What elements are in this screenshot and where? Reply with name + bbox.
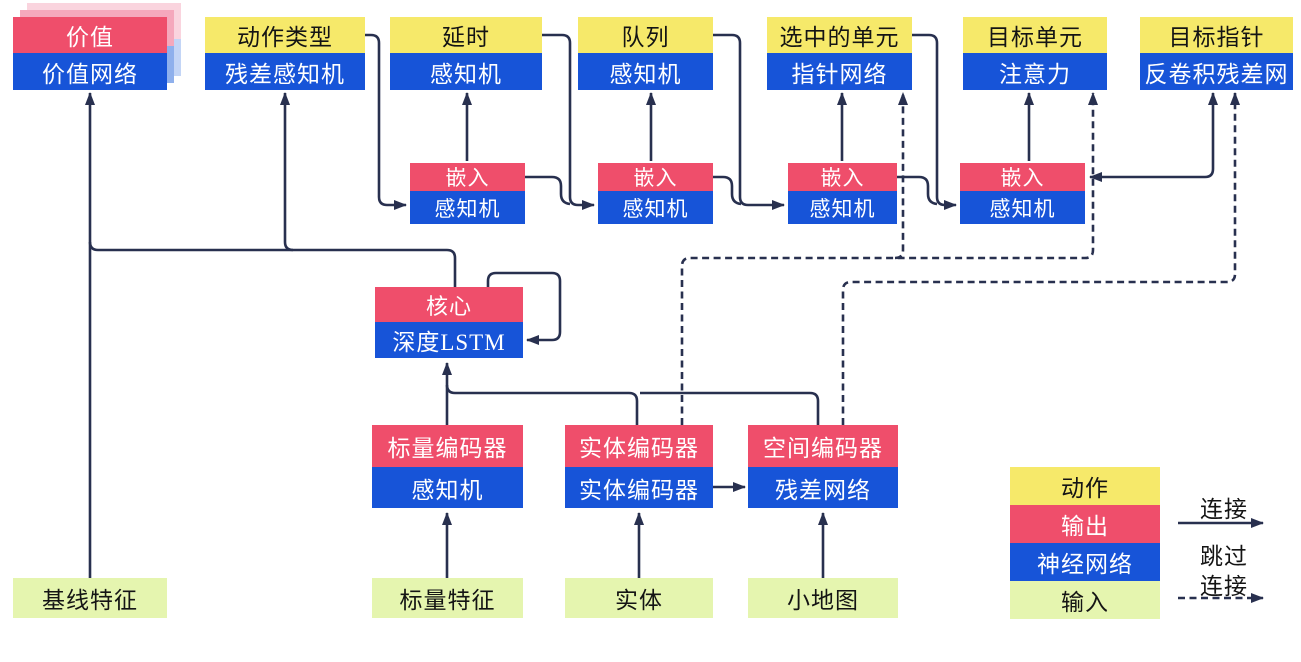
core-output: 核心 [375, 287, 523, 322]
wire-core-to-action-type [280, 92, 294, 252]
head-target-unit: 目标单元 注意力 [963, 17, 1107, 90]
encoder-spatial-output: 空间编码器 [748, 425, 898, 467]
wire-spatial-encoder-to-core [640, 391, 820, 425]
head-target-unit-network: 注意力 [963, 53, 1107, 90]
head-action-type-action: 动作类型 [205, 17, 365, 53]
head-queue-action: 队列 [578, 17, 713, 53]
legend-skip-label-line2: 连接 [1200, 574, 1248, 599]
embed-2: 嵌入 感知机 [598, 163, 713, 224]
head-selected-units-network: 指针网络 [767, 53, 912, 90]
legend-input-swatch: 输入 [1010, 581, 1160, 619]
head-value-output: 价值 [13, 17, 167, 53]
skip-entity-to-target-unit [680, 92, 1098, 425]
legend-solid-connection-label: 连接 [1200, 497, 1248, 522]
encoder-scalar-network: 感知机 [372, 467, 523, 508]
head-target-unit-action: 目标单元 [963, 17, 1107, 53]
embed-4: 嵌入 感知机 [960, 163, 1085, 224]
input-minimap: 小地图 [748, 578, 898, 618]
head-value: 价值 价值网络 [13, 17, 167, 90]
wire-entity-encoder-to-core [445, 384, 639, 425]
legend-network-swatch: 神经网络 [1010, 543, 1160, 581]
encoder-scalar: 标量编码器 感知机 [372, 425, 523, 508]
wire-embed3-to-embed4 [897, 175, 938, 206]
head-action-type: 动作类型 残差感知机 [205, 17, 365, 90]
encoder-scalar-output: 标量编码器 [372, 425, 523, 467]
embed-3-output: 嵌入 [788, 163, 897, 191]
head-delay-action: 延时 [390, 17, 542, 53]
head-queue: 队列 感知机 [578, 17, 713, 90]
head-action-type-network: 残差感知机 [205, 53, 365, 90]
embed-1-output: 嵌入 [410, 163, 525, 191]
head-value-network: 价值网络 [13, 53, 167, 90]
encoder-entity-output: 实体编码器 [565, 425, 713, 467]
legend: 动作 输出 神经网络 输入 [1010, 467, 1160, 619]
input-baseline-features: 基线特征 [13, 578, 167, 618]
embed-1: 嵌入 感知机 [410, 163, 525, 224]
legend-output-swatch: 输出 [1010, 505, 1160, 543]
core-network: 深度LSTM [375, 322, 523, 358]
input-entities: 实体 [565, 578, 713, 618]
encoder-entity-network: 实体编码器 [565, 467, 713, 508]
wire-embed2-to-embed3 [713, 175, 742, 206]
embed-1-network: 感知机 [410, 191, 525, 224]
embed-3: 嵌入 感知机 [788, 163, 897, 224]
head-delay-network: 感知机 [390, 53, 542, 90]
wire-embed4-to-target-point [1089, 92, 1218, 182]
head-target-point-network: 反卷积残差网 [1140, 53, 1293, 90]
legend-skip-label-line1: 跳过 [1200, 544, 1248, 569]
head-queue-network: 感知机 [578, 53, 713, 90]
head-target-point-action: 目标指针 [1140, 17, 1293, 53]
encoder-spatial-network: 残差网络 [748, 467, 898, 508]
embed-2-network: 感知机 [598, 191, 713, 224]
encoder-entity: 实体编码器 实体编码器 [565, 425, 713, 508]
head-target-point: 目标指针 反卷积残差网 [1140, 17, 1293, 90]
legend-action-swatch: 动作 [1010, 467, 1160, 505]
embed-4-output: 嵌入 [960, 163, 1085, 191]
head-selected-units-action: 选中的单元 [767, 17, 912, 53]
wire-selected-units-to-embed4 [912, 33, 957, 210]
embed-2-output: 嵌入 [598, 163, 713, 191]
wire-core-to-value-trunk [88, 241, 457, 287]
head-delay: 延时 感知机 [390, 17, 542, 90]
head-selected-units: 选中的单元 指针网络 [767, 17, 912, 90]
skip-spatial-to-target-point [841, 92, 1240, 425]
encoder-spatial: 空间编码器 残差网络 [748, 425, 898, 508]
embed-3-network: 感知机 [788, 191, 897, 224]
input-scalar-features: 标量特征 [372, 578, 523, 618]
core-box: 核心 深度LSTM [375, 287, 523, 358]
wire-embed1-to-embed2 [525, 175, 571, 206]
embed-4-network: 感知机 [960, 191, 1085, 224]
